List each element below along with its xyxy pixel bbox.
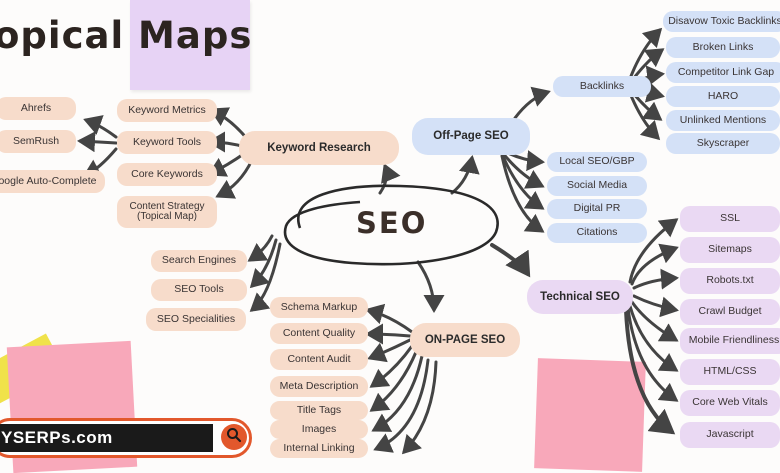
- sticky-note-purple: [130, 0, 250, 90]
- technical-item: Crawl Budget: [680, 299, 780, 325]
- offpage-item: Digital PR: [547, 199, 647, 219]
- misc-item: Search Engines: [151, 250, 247, 272]
- technical-item: SSL: [680, 206, 780, 232]
- backlink-item: HARO: [666, 86, 780, 107]
- onpage-item: Title Tags: [270, 401, 368, 420]
- technical-item: HTML/CSS: [680, 359, 780, 385]
- backlink-item: Competitor Link Gap: [666, 62, 780, 83]
- onpage-item: Internal Linking: [270, 439, 368, 458]
- offpage-item: Local SEO/GBP: [547, 152, 647, 172]
- onpage-item: Content Quality: [270, 323, 368, 344]
- hub-technical-seo: Technical SEO: [527, 280, 633, 314]
- keyword-item: Keyword Metrics: [117, 99, 217, 122]
- technical-item: Javascript: [680, 422, 780, 448]
- brand-search-bar[interactable]: YSERPs.com: [0, 418, 252, 458]
- technical-item: Sitemaps: [680, 237, 780, 263]
- onpage-item: Images: [270, 420, 368, 439]
- onpage-item: Content Audit: [270, 349, 368, 370]
- page-title: opical Maps: [0, 14, 253, 57]
- misc-item: SEO Specialities: [146, 308, 246, 331]
- center-seo-label: SEO: [356, 206, 428, 240]
- offpage-item: Social Media: [547, 176, 647, 196]
- offpage-backlinks: Backlinks: [553, 76, 651, 97]
- search-button[interactable]: [221, 424, 247, 450]
- hub-keyword-research: Keyword Research: [239, 131, 399, 165]
- tool-item: oogle Auto-Complete: [0, 170, 105, 193]
- backlink-item: Disavow Toxic Backlinks: [663, 11, 780, 32]
- hub-on-page-seo: ON-PAGE SEO: [410, 323, 520, 357]
- backlink-item: Skyscraper: [666, 133, 780, 154]
- tool-item: Ahrefs: [0, 97, 76, 120]
- keyword-item: Core Keywords: [117, 163, 217, 186]
- backlink-item: Broken Links: [666, 37, 780, 58]
- search-icon: [226, 427, 242, 448]
- technical-item: Robots.txt: [680, 268, 780, 294]
- technical-item: Mobile Friendliness: [680, 328, 780, 354]
- tool-item: SemRush: [0, 130, 76, 153]
- backlink-item: Unlinked Mentions: [666, 110, 780, 131]
- offpage-item: Citations: [547, 223, 647, 243]
- hub-off-page-seo: Off-Page SEO: [412, 118, 530, 155]
- brand-text: YSERPs.com: [0, 424, 213, 452]
- technical-item: Core Web Vitals: [680, 390, 780, 416]
- keyword-item: Content Strategy (Topical Map): [117, 196, 217, 228]
- onpage-item: Schema Markup: [270, 297, 368, 318]
- misc-item: SEO Tools: [151, 279, 247, 301]
- onpage-item: Meta Description: [270, 376, 368, 397]
- keyword-item: Keyword Tools: [117, 131, 217, 154]
